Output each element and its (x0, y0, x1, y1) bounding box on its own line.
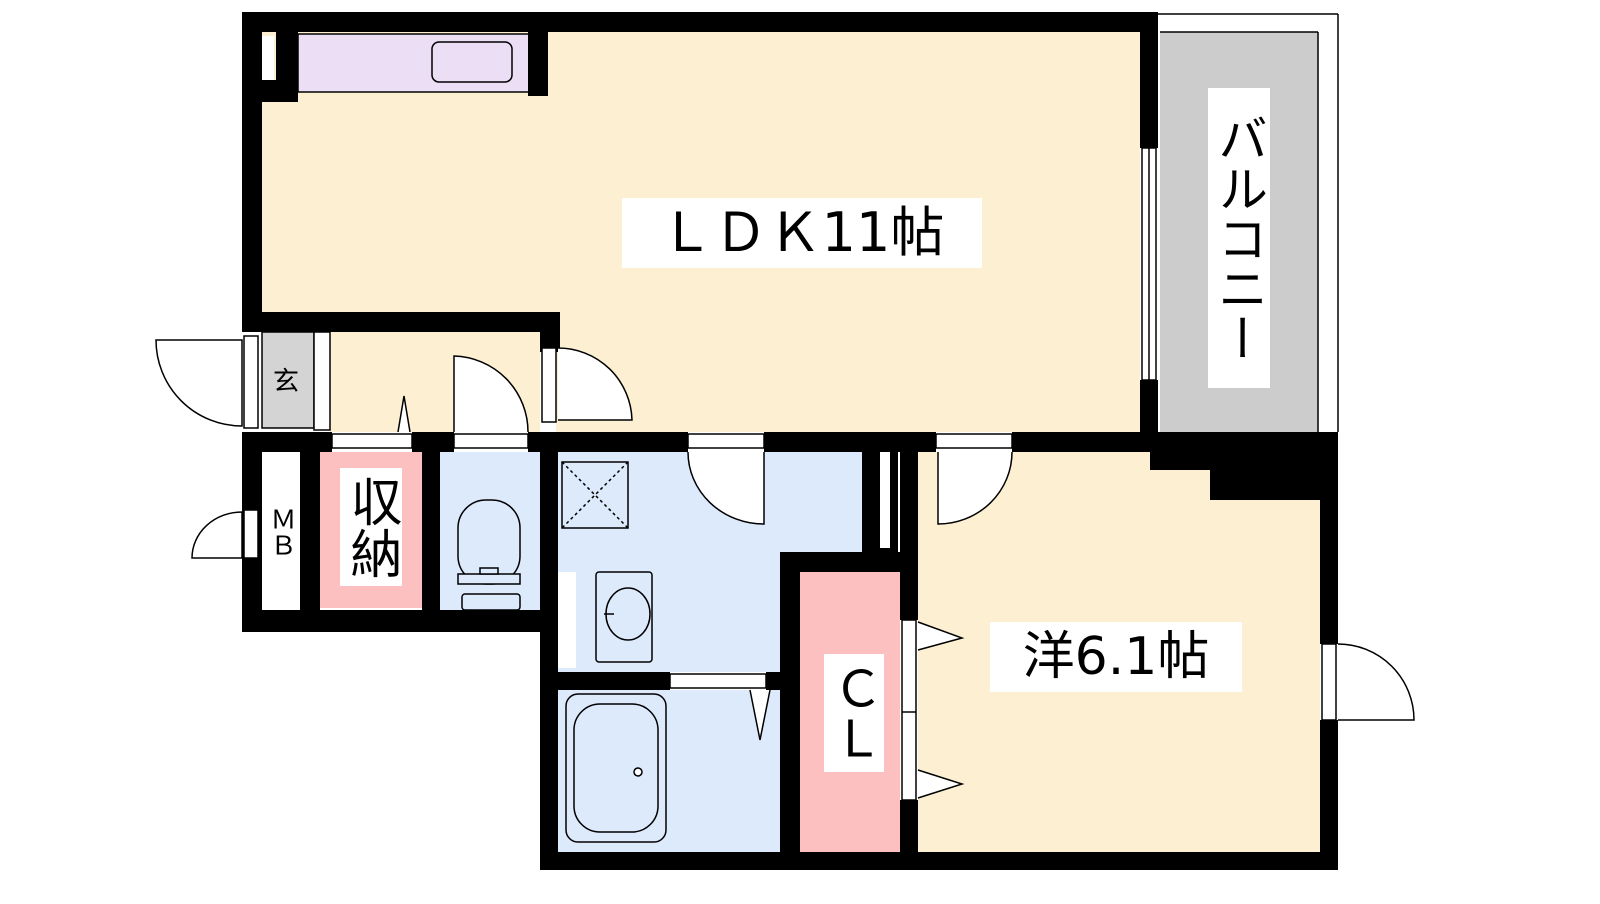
openings (243, 147, 1337, 801)
ldk-door (557, 347, 633, 421)
bathtub-icon (565, 693, 667, 843)
door-swings (155, 339, 1415, 799)
washroom-door (687, 451, 765, 525)
meter-box-floor (262, 452, 300, 608)
toilet-icon (457, 499, 521, 611)
entrance-door (155, 339, 243, 427)
balcony-label: バルコニー (1208, 88, 1270, 388)
balcony-outline (1158, 13, 1339, 432)
mb-door (191, 511, 243, 559)
fixtures (431, 41, 667, 843)
meter-box-label: ＭＢ (266, 506, 296, 558)
wall-slots (262, 36, 890, 668)
walls (242, 12, 1338, 870)
ldk-label: ＬＤＫ11帖 (622, 198, 982, 268)
washing-machine-space-icon (561, 461, 629, 529)
closet-label: ＣＬ (824, 654, 884, 772)
wash-basin-icon (595, 571, 653, 663)
western-room-label: 洋6.1帖 (990, 622, 1242, 692)
toilet-door (453, 355, 529, 433)
western-room-door (937, 451, 1013, 525)
kitchen-sink-icon (431, 41, 513, 83)
storage-label: 収納 (340, 468, 402, 586)
storage-sliding-door (331, 433, 413, 449)
entrance-label: 玄 (272, 367, 299, 397)
exterior-door (1337, 643, 1415, 721)
